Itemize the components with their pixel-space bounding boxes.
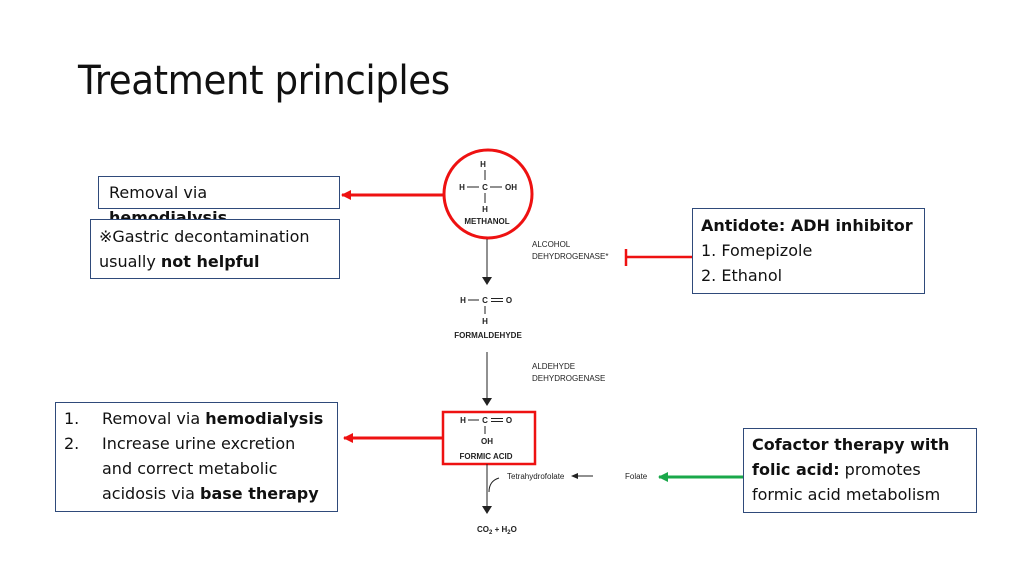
cofactor-curve (488, 477, 500, 493)
folic-text: promotes formic acid metabolism (752, 460, 941, 504)
formic-o: O (506, 416, 512, 425)
list-bold-text: hemodialysis (205, 409, 324, 428)
methanol-structure: H H C OH H METHANOL (459, 160, 517, 226)
enzyme-aldh-line1: ALDEHYDE (532, 362, 575, 371)
list-text: Increase urine excretion and correct met… (102, 434, 296, 503)
methanol-h-left: H (459, 183, 465, 192)
formaldehyde-o: O (506, 296, 512, 305)
list-number: 1. (64, 409, 80, 428)
antidote-item: 1. Fomepizole (701, 241, 813, 260)
gastric-line2-prefix: usually (99, 252, 161, 271)
methanol-oh: OH (505, 183, 517, 192)
enzyme-adh-line1: ALCOHOL (532, 240, 571, 249)
gastric-line1: ※Gastric decontamination (99, 227, 310, 246)
slide-title: Treatment principles (78, 58, 450, 104)
formaldehyde-structure: H C O H FORMALDEHYDE (454, 296, 522, 340)
formic-acid-label: FORMIC ACID (459, 452, 512, 461)
formaldehyde-h: H (460, 296, 466, 305)
methanol-c: C (482, 183, 488, 192)
list-text: Removal via (102, 409, 206, 428)
list-number: 2. (64, 434, 80, 453)
formic-h: H (460, 416, 466, 425)
folic-bold-text: Cofactor therapy with folic acid: (752, 435, 950, 479)
methanol-h-top: H (480, 160, 486, 169)
gastric-line2-bold: not helpful (160, 252, 260, 271)
folic-acid-cofactor-box: Cofactor therapy with folic acid: promot… (743, 428, 977, 513)
formic-acid-structure: H C O OH FORMIC ACID (459, 416, 512, 461)
treatment-list-item: 1. Removal via hemodialysis (64, 406, 329, 431)
gastric-line2: usually not helpful (99, 249, 331, 274)
antidote-item: 2. Ethanol (701, 266, 783, 285)
products-label: CO2 + H2O (477, 525, 517, 536)
methanol-hemodialysis-box: Removal via hemodialysis (98, 176, 340, 227)
formic-oh: OH (481, 437, 493, 446)
formaldehyde-c: C (482, 296, 488, 305)
thf-label: Tetrahydrofolate (507, 472, 565, 481)
methanol-label: METHANOL (464, 217, 509, 226)
formic-acid-treatment-box: 1. Removal via hemodialysis 2. Increase … (55, 402, 338, 512)
methanol-h-bottom: H (482, 205, 488, 214)
list-bold-text: base therapy (200, 484, 319, 503)
gastric-decontamination-box: ※Gastric decontamination usually not hel… (90, 219, 340, 279)
formaldehyde-h-bottom: H (482, 317, 488, 326)
antidote-box: Antidote: ADH inhibitor 1. Fomepizole 2.… (692, 208, 925, 294)
formic-c: C (482, 416, 488, 425)
antidote-heading: Antidote: ADH inhibitor (701, 216, 913, 235)
folate-label: Folate (625, 472, 648, 481)
box-text: Removal via (109, 183, 208, 202)
formaldehyde-label: FORMALDEHYDE (454, 331, 522, 340)
enzyme-adh-line2: DEHYDROGENASE* (532, 252, 608, 261)
treatment-list-item: 2. Increase urine excretion and correct … (64, 431, 329, 506)
enzyme-aldh-line2: DEHYDROGENASE (532, 374, 605, 383)
